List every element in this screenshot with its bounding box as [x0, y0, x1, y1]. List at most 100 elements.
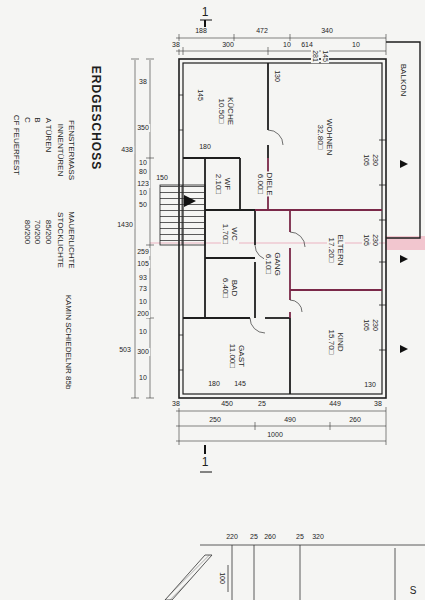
room-label: ELTERN17.20□	[327, 234, 345, 267]
room-area: 2.10□	[214, 173, 223, 195]
door-markers	[400, 160, 408, 353]
dimension-label: 180	[207, 380, 221, 388]
door-swings	[250, 130, 305, 333]
room: BAD6.40□	[205, 258, 255, 318]
dimension-label: 614	[300, 41, 314, 49]
room-area: 1.70□	[221, 223, 230, 245]
dimension-label: 503	[118, 346, 132, 354]
note-text: CF FEUERFEST	[12, 114, 21, 176]
dimension-label: 10	[138, 328, 148, 336]
room: WC1.70□	[205, 210, 255, 258]
note-text: 85/200	[44, 219, 53, 245]
room-name: BAD	[230, 277, 239, 299]
dimension-label: 93	[138, 274, 148, 282]
dimension-label: 73	[138, 285, 148, 293]
room-name: GANG	[273, 251, 282, 277]
room-area: 6.00□	[256, 171, 265, 196]
dimension-label: 449	[328, 400, 342, 408]
room-label: WOHNEN32.80□	[316, 117, 334, 155]
room-name: WOHNEN	[325, 117, 334, 155]
room-area: 6.40□	[221, 277, 230, 299]
dimension-label: 25	[295, 533, 305, 541]
balcony-outline	[386, 42, 420, 238]
lower-section-drawing	[165, 545, 425, 600]
room-area: 11.00□	[228, 343, 237, 369]
dimension-label: 230	[371, 233, 379, 247]
note-text: 80/200	[23, 219, 32, 245]
room: WOHNEN32.80□	[268, 63, 382, 210]
room-name: DIELE	[265, 171, 274, 196]
dimension-label: 300	[136, 348, 150, 356]
room: KÜCHE10.50□	[183, 63, 268, 158]
room-name: KIND	[336, 329, 345, 356]
dimension-label: 180	[198, 143, 212, 151]
dimension-label: 340	[320, 27, 334, 35]
room-label: DIELE6.00□	[256, 171, 274, 196]
dimension-label: 105	[136, 260, 150, 268]
room-label: WF2.10□	[214, 173, 232, 195]
dimension-label: 281	[311, 49, 319, 63]
note-text: A TÜREN	[44, 117, 53, 154]
plan-title: ERDGESCHOSS	[89, 66, 103, 170]
dimension-label: 10	[282, 41, 292, 49]
dimension-label: 259	[136, 248, 150, 256]
note-text: INNENTÜREN	[56, 123, 65, 177]
dimension-label: 145	[321, 49, 329, 63]
dimension-lines	[131, 34, 386, 445]
room-label: WC1.70□	[221, 223, 239, 245]
room-name: WC	[230, 223, 239, 245]
dimension-label: 450	[220, 400, 234, 408]
dimension-label: 10	[138, 189, 148, 197]
dimension-label: 300	[221, 41, 235, 49]
room: ELTERN17.20□	[290, 210, 382, 290]
room: BALKON	[386, 42, 420, 238]
note-text: 70/200	[33, 219, 42, 245]
stairs	[160, 185, 205, 245]
dimension-label: 38	[171, 41, 181, 49]
dimension-label: 490	[283, 416, 297, 424]
dimension-label: 188	[194, 27, 208, 35]
room: WF2.10□	[205, 158, 240, 210]
dimension-label: 200	[136, 310, 150, 318]
dimension-label: 1	[201, 456, 210, 469]
dimension-label: 25	[257, 400, 267, 408]
dimension-label: 145	[196, 88, 204, 102]
purple-walls	[255, 158, 382, 318]
note-text: C	[23, 116, 32, 124]
dimension-label: 150	[155, 174, 169, 182]
room-area: 15.70□	[327, 329, 336, 356]
dimension-label: 105	[362, 153, 370, 167]
dimension-label: 10	[138, 374, 148, 382]
room-name: WF	[223, 173, 232, 195]
dimension-label: 105	[362, 233, 370, 247]
dimension-label: 38	[373, 400, 383, 408]
room-label: KÜCHE10.50□	[217, 95, 235, 125]
room-label: KIND15.70□	[327, 329, 345, 356]
dimension-label: 50	[138, 201, 148, 209]
dimension-label: 105	[362, 318, 370, 332]
dimension-label: 260	[263, 533, 277, 541]
dimension-label: 100	[218, 571, 226, 585]
stair-stringer	[182, 185, 183, 245]
dimension-label: 230	[371, 153, 379, 167]
dimension-label: 123	[136, 180, 150, 188]
dimension-label: 230	[371, 318, 379, 332]
dimension-label: 438	[120, 146, 134, 154]
dimension-label: 472	[255, 27, 269, 35]
room-name: KÜCHE	[226, 95, 235, 125]
dimension-label: 38	[138, 78, 148, 86]
room-name: ELTERN	[336, 234, 345, 267]
dimension-label: S	[409, 585, 418, 596]
dimension-label: 10	[138, 298, 148, 306]
room: KIND15.70□	[290, 290, 382, 394]
stair-arrow	[184, 195, 196, 207]
room-area: 32.80□	[316, 117, 325, 155]
dimension-label: 80	[138, 168, 148, 176]
dimension-label: 350	[136, 124, 150, 132]
note-text: STOCKLICHTE	[56, 211, 65, 269]
room-label: GANG6.10□	[264, 251, 282, 277]
note-text: MAUERLICHTE	[67, 210, 76, 269]
outer-walls	[179, 59, 386, 398]
room: GANG6.10□	[255, 210, 290, 318]
